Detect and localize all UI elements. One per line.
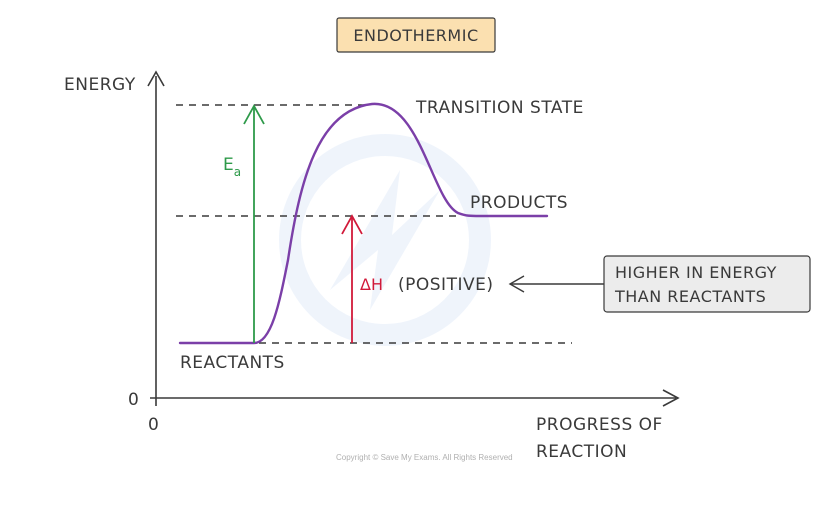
- callout-background: [603, 255, 811, 313]
- activation-energy-arrow: [243, 104, 265, 343]
- diagram-title: ENDOTHERMIC: [353, 26, 478, 45]
- watermark-logo: [279, 134, 491, 346]
- callout-pointer-arrow: [508, 275, 611, 293]
- axes: [147, 70, 680, 407]
- title-box-background: [336, 17, 496, 53]
- reactants-label: REACTANTS: [180, 353, 285, 373]
- transition-state-label: TRANSITION STATE: [415, 98, 584, 118]
- y-axis-label: ENERGY: [64, 75, 136, 95]
- y-axis-arrowhead: [147, 70, 165, 87]
- copyright-notice: Copyright © Save My Exams. All Rights Re…: [336, 453, 513, 462]
- callout-box: HIGHER IN ENERGY THAN REACTANTS: [603, 255, 811, 313]
- x-axis-arrowhead: [662, 389, 680, 407]
- callout-line2: THAN REACTANTS: [614, 287, 766, 306]
- delta-h-label: ΔH: [360, 275, 383, 294]
- delta-h-note: (POSITIVE): [398, 275, 493, 295]
- title-box: ENDOTHERMIC: [336, 17, 496, 53]
- activation-energy-label: Ea: [223, 155, 241, 179]
- x-axis-zero: 0: [148, 415, 159, 435]
- x-axis-label-line2: REACTION: [536, 442, 627, 462]
- enthalpy-change-arrow: [341, 214, 363, 343]
- products-label: PRODUCTS: [470, 193, 568, 213]
- reaction-profile-curve: [178, 102, 549, 345]
- callout-line1: HIGHER IN ENERGY: [615, 263, 777, 282]
- y-axis-zero: 0: [128, 390, 139, 410]
- x-axis-label-line1: PROGRESS OF: [536, 415, 663, 435]
